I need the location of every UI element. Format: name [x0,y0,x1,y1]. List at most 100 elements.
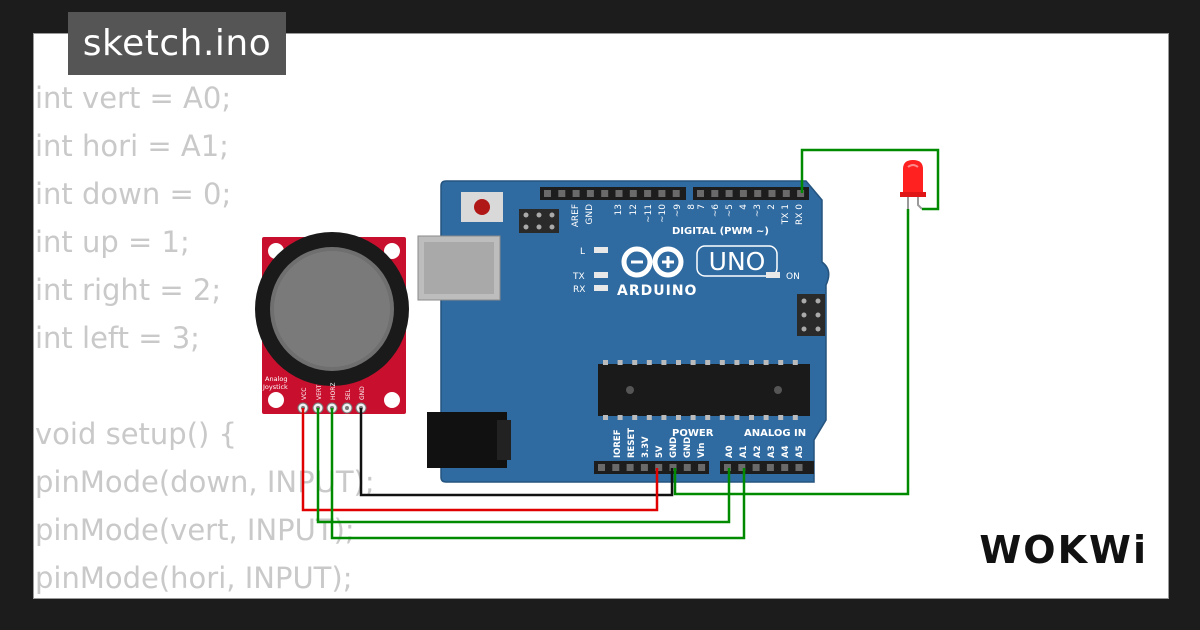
header-pin[interactable] [697,190,704,197]
header-pin[interactable] [754,190,762,197]
header-pin[interactable] [725,190,733,197]
chip-leg [646,415,652,420]
header-pin[interactable] [724,464,731,471]
wire-vcc[interactable] [301,408,659,512]
analog-pin-label: A4 [781,445,791,458]
chip-leg [778,415,784,420]
joystick-pin-hole [345,406,349,410]
header-pin[interactable] [738,464,746,471]
led-tx [594,272,608,278]
chip-leg [632,360,638,365]
header-pin[interactable] [586,190,594,197]
arduino-logo [621,246,684,278]
led-l [594,247,608,253]
wires [301,148,940,540]
analog-pin-label: A0 [725,445,735,458]
chip-leg [763,360,769,365]
power-pin-label: GND [669,437,679,458]
chip-leg [778,360,784,365]
chip-leg [646,360,652,365]
header-pin[interactable] [658,190,666,197]
digital-header-right [693,187,809,200]
power-pin-label: GND [683,437,693,458]
header-pin[interactable] [558,190,566,197]
digital-pin-label: 2 [767,204,777,210]
header-pin[interactable] [781,464,789,471]
header-pin[interactable] [544,190,551,197]
digital-pin-label: 13 [614,204,624,215]
chip-leg [734,360,740,365]
wire-horz[interactable] [330,408,746,540]
power-pin-label: IOREF [613,429,623,458]
power-pin-label: 5V [655,445,665,458]
chip-leg [661,415,667,420]
wire-gnd[interactable] [359,408,674,497]
header-pin[interactable] [572,190,580,197]
chip-leg [749,360,754,365]
led-label-tx: TX [572,272,585,282]
digital-pin-label: ~11 [644,204,654,223]
file-tab[interactable]: sketch.ino [68,12,286,75]
wire-led-signal[interactable] [800,148,940,211]
header-pin[interactable] [655,464,663,471]
led-label-l: L [580,247,585,257]
chip-leg [705,360,711,365]
header-pin[interactable] [669,464,677,471]
digital-pin-label: ~10 [658,204,668,223]
header-pin[interactable] [752,464,760,471]
header-pin[interactable] [766,464,774,471]
digital-pin-label: ~3 [753,204,763,217]
led-label-on: ON [786,272,800,282]
joystick-pin-label: GND [359,386,366,400]
digital-pin-label: 8 [687,204,697,210]
header-pin[interactable] [698,464,706,471]
header-pin[interactable] [612,464,620,471]
header-pin[interactable] [768,190,776,197]
header-pin[interactable] [615,190,623,197]
header-pin[interactable] [629,190,637,197]
chip-leg [690,360,696,365]
arduino-uno-board[interactable]: UNO ARDUINO DIGITAL (PWM ~) POWER ANALOG… [417,180,830,483]
analog-header-label: ANALOG IN [744,428,806,439]
chip-leg [617,360,623,365]
joystick-pin-label: HORZ [330,382,337,400]
header-pin[interactable] [739,190,747,197]
header-pin[interactable] [598,464,605,471]
code-line: int left = 3; [35,321,200,355]
digital-pin-label: ~5 [725,204,735,217]
power-pin-label: Vin [697,443,707,458]
power-pin-label: RESET [627,428,637,458]
code-line: pinMode(down, INPUT); [35,465,375,499]
header-pin[interactable] [672,190,680,197]
analog-pin-label: A3 [767,445,777,458]
chip-leg [719,360,725,365]
chip-leg [676,360,681,365]
header-pin[interactable] [782,190,790,197]
led-on [766,272,780,278]
digital-header-label: DIGITAL (PWM ~) [672,226,769,237]
analog-pin-label: A1 [739,445,749,458]
chip-leg [749,415,754,420]
wire-led-gnd[interactable] [673,209,910,496]
code-line: int vert = A0; [35,81,232,115]
header-pin[interactable] [640,464,648,471]
header-pin[interactable] [644,190,652,197]
power-header-label: POWER [672,428,714,439]
header-pin[interactable] [601,190,609,197]
chip-leg [705,415,711,420]
digital-pin-label: ~6 [711,204,721,218]
header-pin[interactable] [683,464,691,471]
board-maker: ARDUINO [617,283,697,299]
analog-pin-label: A2 [753,445,763,458]
led-rx [594,285,608,291]
digital-pin-label: AREF [571,204,581,227]
chip-leg [734,415,740,420]
header-pin[interactable] [795,464,803,471]
header-pin[interactable] [797,190,805,197]
red-led[interactable] [900,160,926,210]
code-line: int up = 1; [35,225,190,259]
header-pin[interactable] [626,464,634,471]
header-pin[interactable] [711,190,719,197]
